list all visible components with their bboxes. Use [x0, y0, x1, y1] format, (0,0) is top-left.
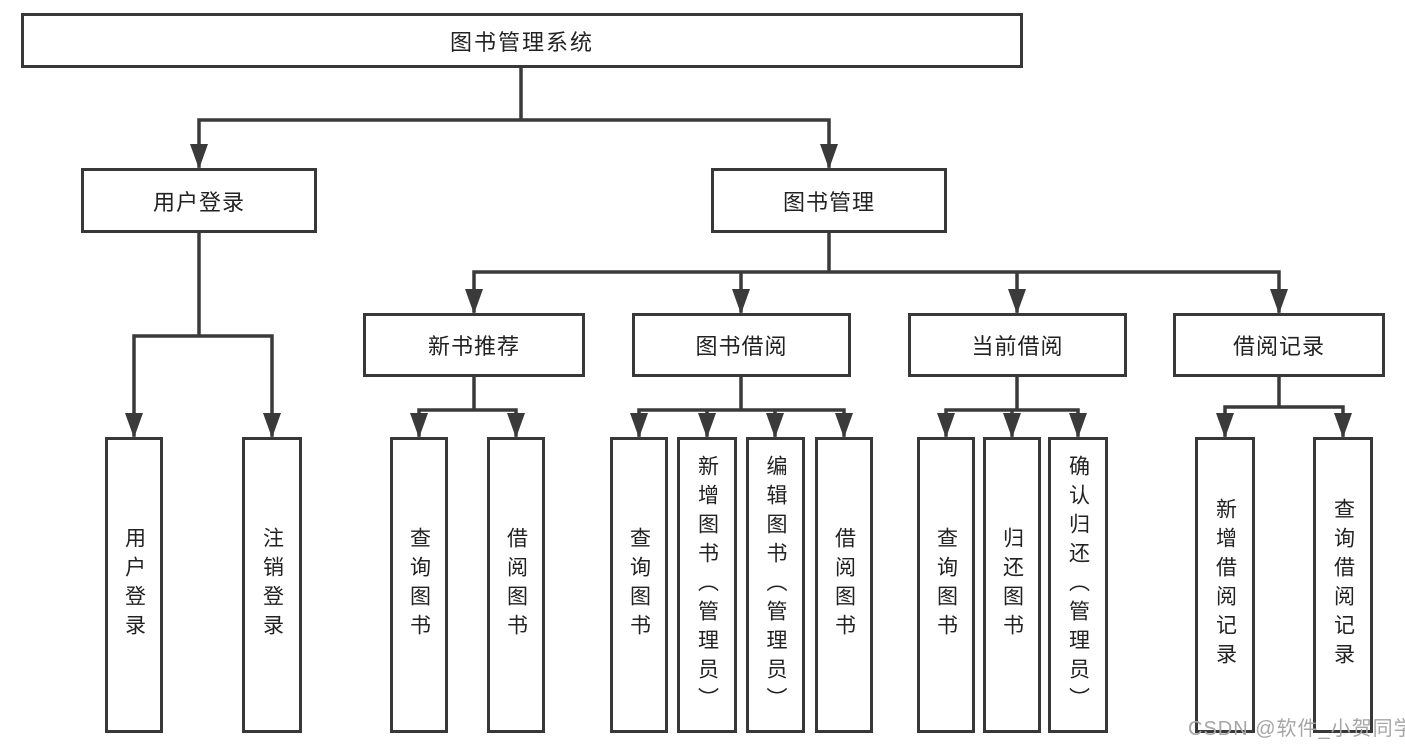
connector-book-mgmt — [472, 231, 1281, 313]
connector-current-borrow — [944, 375, 1080, 437]
connector-borrow-record — [1223, 375, 1345, 437]
csdn-watermark: CSDN @软件_小贺同学 — [1188, 718, 1405, 740]
node-book-borrow: 图书借阅 — [632, 313, 851, 377]
node-user-login: 用户登录 — [81, 168, 317, 233]
leaf-add-book-admin: 新增图书（管理员） — [677, 437, 737, 733]
node-borrow-record: 借阅记录 — [1173, 313, 1385, 377]
leaf-query-borrow-record: 查询借阅记录 — [1313, 437, 1373, 733]
node-new-book-recommend: 新书推荐 — [363, 313, 585, 377]
connector-new-book — [417, 375, 518, 437]
connector-book-borrow — [637, 375, 846, 437]
leaf-confirm-return-admin: 确认归还（管理员） — [1048, 437, 1108, 733]
node-root-library-system: 图书管理系统 — [21, 13, 1023, 68]
leaf-return-book: 归还图书 — [983, 437, 1041, 733]
connector-user-login — [132, 231, 274, 437]
leaf-query-book-3: 查询图书 — [917, 437, 975, 733]
leaf-user-login: 用户登录 — [105, 437, 163, 733]
node-book-management: 图书管理 — [711, 168, 947, 233]
node-current-borrow: 当前借阅 — [908, 313, 1127, 377]
connector-root-to-level2 — [197, 66, 831, 168]
leaf-borrow-book-2: 借阅图书 — [815, 437, 873, 733]
leaf-add-borrow-record: 新增借阅记录 — [1195, 437, 1255, 733]
leaf-query-book-2: 查询图书 — [610, 437, 668, 733]
leaf-logout: 注销登录 — [242, 437, 302, 733]
leaf-query-book-1: 查询图书 — [390, 437, 448, 733]
leaf-borrow-book-1: 借阅图书 — [487, 437, 545, 733]
leaf-edit-book-admin: 编辑图书（管理员） — [746, 437, 805, 733]
